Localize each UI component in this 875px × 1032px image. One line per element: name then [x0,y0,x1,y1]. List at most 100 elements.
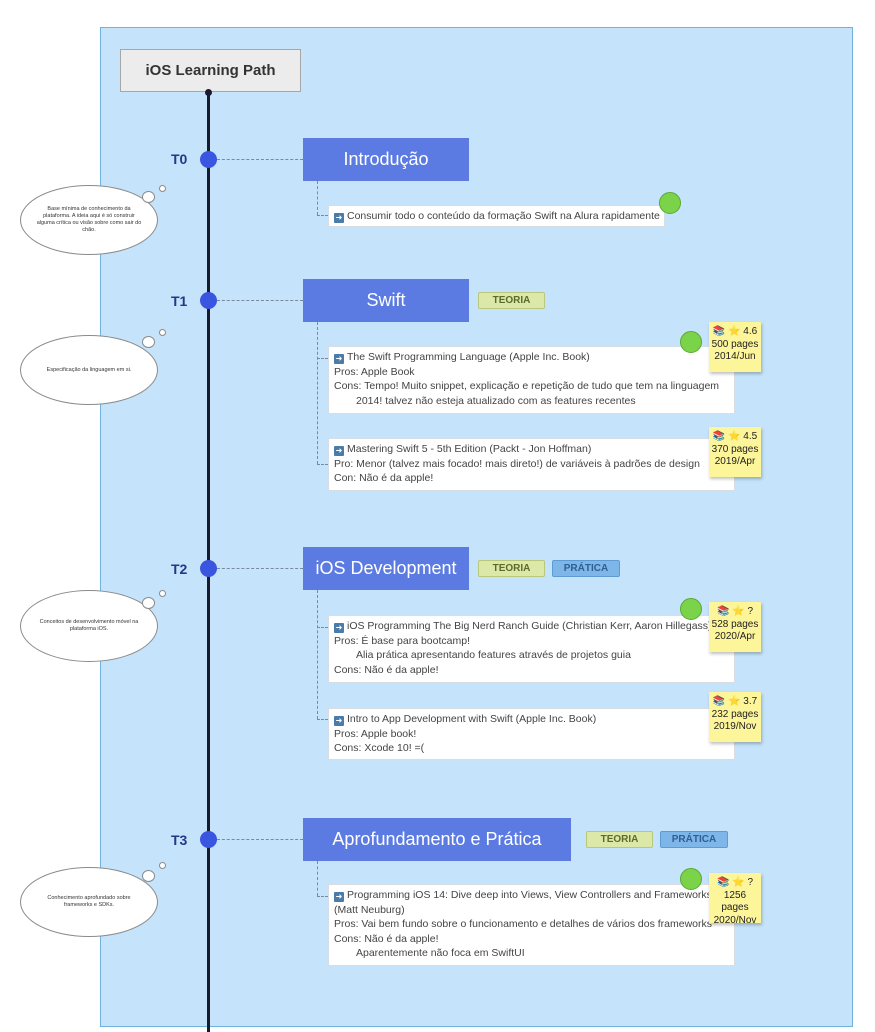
connector [317,464,328,465]
rating: 📚 ⭐ ? [716,606,754,617]
connector [217,568,303,569]
topic-ios-development[interactable]: iOS Development [303,547,469,590]
tag-teoria[interactable]: TEORIA [478,560,545,577]
bubble-dot [142,870,155,882]
item-card-mastering-swift[interactable]: ➜Mastering Swift 5 - 5th Edition (Packt … [328,438,735,491]
status-done-icon [680,868,702,890]
stage-dot-t3[interactable] [200,831,217,848]
pages: 370 pages [711,443,759,455]
item-cons: Cons: Não é da apple! [334,932,439,945]
item-pros: Pros: Apple Book [334,365,415,378]
tag-teoria[interactable]: TEORIA [478,292,545,309]
tag-pratica[interactable]: PRÁTICA [552,560,620,577]
tag-teoria[interactable]: TEORIA [586,831,653,848]
item-title: The Swift Programming Language (Apple In… [347,351,590,363]
thought-bubble: Especificação da linguagem em si. [20,335,158,405]
connector [317,627,328,628]
sticky-note[interactable]: 📚 ⭐ ? 1256 pages 2020/Nov [709,873,761,926]
item-card-programming-ios14[interactable]: ➜Programming iOS 14: Dive deep into View… [328,884,735,966]
item-author: (Matt Neuburg) [334,903,405,916]
item-pros: Pros: Vai bem fundo sobre o funcionament… [334,918,713,930]
stage-label-t0: T0 [171,151,188,167]
item-title: Programming iOS 14: Dive deep into Views… [347,889,712,901]
rating: 📚 ⭐ 3.7 [712,696,758,707]
bubble-dot [142,597,155,609]
pages: 528 pages [711,618,759,630]
item-pros: Pro: Menor (talvez mais focado! mais dir… [334,457,700,470]
item-pros: Pros: Apple book! [334,727,417,740]
item-card-big-nerd-ranch[interactable]: ➜iOS Programming The Big Nerd Ranch Guid… [328,615,735,683]
sticky-note[interactable]: 📚 ⭐ 3.7 232 pages 2019/Nov [709,692,761,742]
date: 2020/Nov [713,914,757,926]
connector [217,300,303,301]
pages: 232 pages [711,708,759,720]
arrow-right-icon: ➜ [334,623,344,633]
date: 2014/Jun [714,351,756,362]
arrow-right-icon: ➜ [334,716,344,726]
item-card-swift-book[interactable]: ➜The Swift Programming Language (Apple I… [328,346,735,414]
tag-pratica[interactable]: PRÁTICA [660,831,728,848]
topic-label: iOS Development [315,558,457,578]
item-title: Consumir todo o conteúdo da formação Swi… [347,210,660,222]
item-cons-cont: Aparentemente não foca em SwiftUI [356,947,525,959]
note-text: Conhecimento aprofundado sobre framework… [47,895,131,908]
stage-dot-t1[interactable] [200,292,217,309]
pages: 1256 pages [721,889,749,914]
connector [317,358,328,359]
thought-bubble: Base mínima de conhecimento da plataform… [20,185,158,255]
topic-aprofundamento[interactable]: Aprofundamento e Prática [303,818,571,861]
connector [317,896,328,897]
stage-dot-t0[interactable] [200,151,217,168]
item-pros: Pros: É base para bootcamp! [334,634,470,647]
connector [317,322,318,464]
stage-label-t2: T2 [171,561,188,577]
date: 2020/Apr [714,631,756,642]
bubble-dot [159,590,166,597]
thought-bubble: Conhecimento aprofundado sobre framework… [20,867,158,937]
arrow-right-icon: ➜ [334,213,344,223]
status-done-icon [680,598,702,620]
item-cons-cont: 2014! talvez não esteja atualizado com a… [356,394,636,407]
item-cons: Cons: Não é da apple! [334,663,439,676]
stage-label-t1: T1 [171,293,188,309]
item-title: Intro to App Development with Swift (App… [347,713,597,725]
connector [317,590,318,719]
status-done-icon [659,192,681,214]
topic-introducao[interactable]: Introdução [303,138,469,181]
topic-label: Aprofundamento e Prática [332,829,542,849]
bubble-dot [142,336,155,348]
sticky-note[interactable]: 📚 ⭐ ? 528 pages 2020/Apr [709,602,761,652]
item-pros-cont: Alia prática apresentando features atrav… [356,649,631,661]
stage-dot-t2[interactable] [200,560,217,577]
connector [317,181,318,215]
sticky-note[interactable]: 📚 ⭐ 4.6 500 pages 2014/Jun [709,322,761,372]
rating: 📚 ⭐ 4.5 [712,431,758,442]
bubble-dot [159,329,166,336]
timeline-start-dot [205,89,212,96]
thought-bubble: Conceitos de desenvolvimento móvel na pl… [20,590,158,662]
bubble-dot [159,862,166,869]
connector [317,861,318,896]
connector [217,159,303,160]
rating: 📚 ⭐ ? [716,877,754,888]
topic-label: Introdução [343,149,429,169]
connector [317,719,328,720]
date: 2019/Nov [713,721,757,732]
item-card-intro-app-dev[interactable]: ➜Intro to App Development with Swift (Ap… [328,708,735,760]
item-title: Mastering Swift 5 - 5th Edition (Packt -… [347,443,592,455]
topic-swift[interactable]: Swift [303,279,469,322]
sticky-note[interactable]: 📚 ⭐ 4.5 370 pages 2019/Apr [709,427,761,477]
note-text: Especificação da linguagem em si. [46,366,132,373]
root-node[interactable]: iOS Learning Path [120,49,301,92]
note-text: Base mínima de conhecimento da plataform… [36,206,142,233]
arrow-right-icon: ➜ [334,446,344,456]
connector [317,215,328,216]
item-cons: Con: Não é da apple! [334,472,434,484]
rating: 📚 ⭐ 4.6 [712,326,758,337]
bubble-dot [159,185,166,192]
date: 2019/Apr [714,456,756,467]
connector [217,839,303,840]
item-title: iOS Programming The Big Nerd Ranch Guide… [347,620,712,632]
root-title: iOS Learning Path [145,62,276,79]
item-card-alura[interactable]: ➜Consumir todo o conteúdo da formação Sw… [328,205,665,227]
